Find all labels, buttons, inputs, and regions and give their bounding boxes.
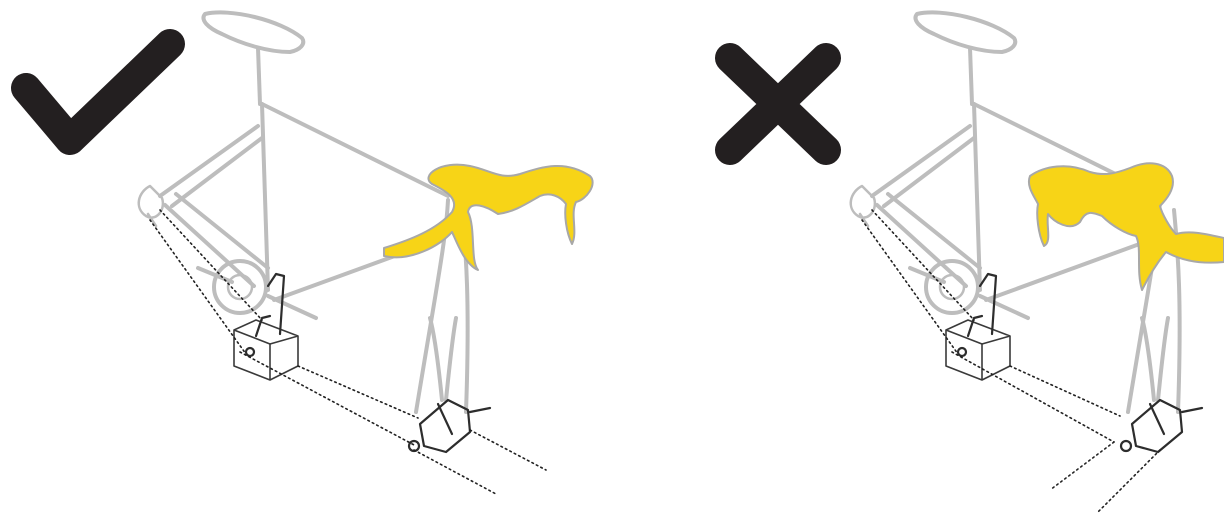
alignment-lines <box>862 210 1160 512</box>
incorrect-panel <box>730 12 1224 512</box>
alignment-lines <box>150 210 546 494</box>
handlebar <box>1029 163 1224 290</box>
cross-mark-icon <box>730 58 826 150</box>
check-mark-icon <box>26 44 170 140</box>
correct-panel <box>26 12 593 494</box>
